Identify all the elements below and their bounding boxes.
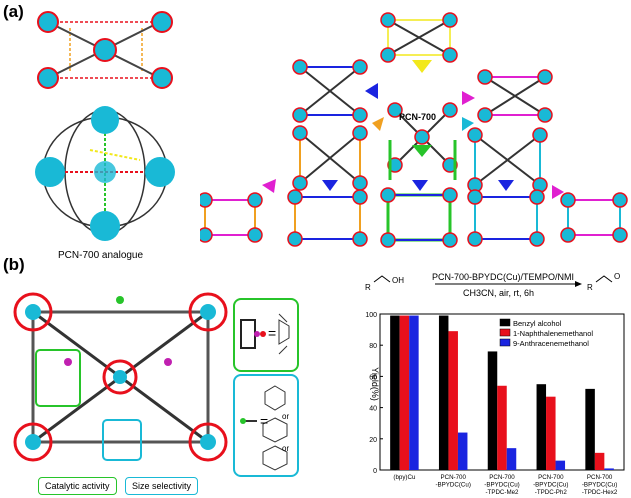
size-site-highlight <box>102 419 142 461</box>
or-label-1: or <box>282 412 290 421</box>
panel-label-b: (b) <box>3 255 25 274</box>
x-tick-label: PCN-700-BPYDC(Cu)-TPDC-Me2 <box>484 474 519 496</box>
pcn700-bpydc-framework <box>13 292 228 462</box>
ligand-key-box <box>233 374 299 477</box>
y-tick-label: 0 <box>373 468 377 475</box>
x-tick-label: (bpy)Cu <box>393 474 416 481</box>
reaction-reagents: PCN-700-BPYDC(Cu)/TEMPO/NMI <box>432 272 575 282</box>
arrow-yellow <box>412 60 432 73</box>
bar-1-0 <box>399 315 410 470</box>
bar-1-2 <box>497 385 507 470</box>
y-tick-label: 80 <box>369 343 377 350</box>
unit-green <box>388 140 457 180</box>
equals-sign-2: = <box>260 413 269 429</box>
arrow-blue-b2 <box>412 180 428 191</box>
x-tick-label: PCN-700-BPYDC(Cu) <box>435 474 470 489</box>
bar-2-3 <box>555 460 566 470</box>
pcn700-center-label: PCN-700 <box>399 112 437 122</box>
pcn700-analogue-illustration <box>35 11 175 241</box>
tpdc-substituent-structures <box>240 385 288 471</box>
legend-label-1: 1-Naphthalenemethanol <box>513 329 593 338</box>
chart-y-axis-label: Yield(%) <box>370 367 380 401</box>
bottom-row-units <box>200 187 628 248</box>
y-tick-label: 40 <box>369 406 377 413</box>
bar-1-1 <box>448 331 458 470</box>
framework-top-view <box>37 11 173 89</box>
legend-label-2: 9-Anthracenemethanol <box>513 339 589 348</box>
y-tick-label: 60 <box>369 374 377 381</box>
bar-1-4 <box>594 452 605 470</box>
panel-label-a: (a) <box>3 2 24 21</box>
arrow-magenta-right <box>462 91 475 105</box>
product-o: O <box>614 272 621 281</box>
reaction-scheme <box>373 275 613 287</box>
product-r: R <box>587 283 593 292</box>
legend-swatch-1 <box>499 328 511 337</box>
framework-3d-cage <box>35 106 175 241</box>
arrow-blue-b1 <box>322 180 338 191</box>
reactant-r: R <box>365 283 371 292</box>
bar-2-0 <box>409 315 419 470</box>
unit-right-cyan <box>467 127 548 193</box>
chart-bars <box>390 315 614 470</box>
arrow-magenta-br <box>552 185 564 199</box>
pcn700-center-unit <box>387 102 458 173</box>
arrow-magenta-bl <box>262 179 276 193</box>
arrow-orange <box>372 117 384 131</box>
chart-y-tick-labels: 0 20 40 60 80 100 <box>365 312 377 475</box>
legend-label-0: Benzyl alcohol <box>513 319 562 328</box>
arrow-blue-left <box>365 83 378 99</box>
legend-swatch-0 <box>499 318 511 327</box>
catalytic-site-highlight <box>35 349 81 407</box>
reactant-oh: OH <box>392 276 404 285</box>
x-tick-label: PCN-700-BPYDC(Cu)-TPDC-Hex2 <box>582 474 618 496</box>
bar-2-4 <box>604 468 614 470</box>
yield-bar-chart: (bpy)Cu PCN-700-BPYDC(Cu) PCN-700-BPYDC(Cu… <box>365 312 625 496</box>
x-tick-label: PCN-700-BPYDC(Cu)-TPDC-Ph2 <box>533 474 568 496</box>
bar-2-2 <box>506 448 517 470</box>
bpy-cu-structure <box>240 313 290 355</box>
arrow-blue-b3 <box>498 180 514 191</box>
or-label-2: or <box>282 444 290 453</box>
bar-0-1 <box>438 315 449 470</box>
analogue-caption: PCN-700 analogue <box>58 250 144 261</box>
arrow-cyan <box>462 117 474 131</box>
bar-0-4 <box>585 388 595 470</box>
bar-0-3 <box>536 384 547 470</box>
size-selectivity-callout: Size selectivity <box>125 477 199 495</box>
y-tick-label: 100 <box>365 312 377 319</box>
unit-top-yellow <box>380 12 458 63</box>
y-tick-label: 20 <box>369 437 377 444</box>
bar-2-1 <box>457 432 468 470</box>
bar-1-3 <box>546 396 556 470</box>
bar-0-0 <box>390 315 400 470</box>
chart-legend: Benzyl alcohol1-Naphthalenemethanol9-Ant… <box>499 318 593 348</box>
chart-x-tick-labels: (bpy)Cu PCN-700-BPYDC(Cu) PCN-700-BPYDC(Cu… <box>393 474 617 496</box>
equals-sign-1: = <box>268 325 277 341</box>
pcn700-ligand-insertion-scheme <box>200 12 628 248</box>
arrow-green <box>412 145 432 157</box>
unit-upper-right-magenta <box>477 69 553 123</box>
legend-swatch-2 <box>499 338 511 347</box>
reaction-conditions: CH3CN, air, rt, 6h <box>463 288 535 298</box>
bpy-cu-key-box <box>233 298 299 372</box>
unit-left-orange <box>292 125 368 191</box>
unit-upper-left-blue <box>292 59 368 123</box>
bar-0-2 <box>487 351 498 470</box>
catalytic-activity-callout: Catalytic activity <box>38 477 117 495</box>
